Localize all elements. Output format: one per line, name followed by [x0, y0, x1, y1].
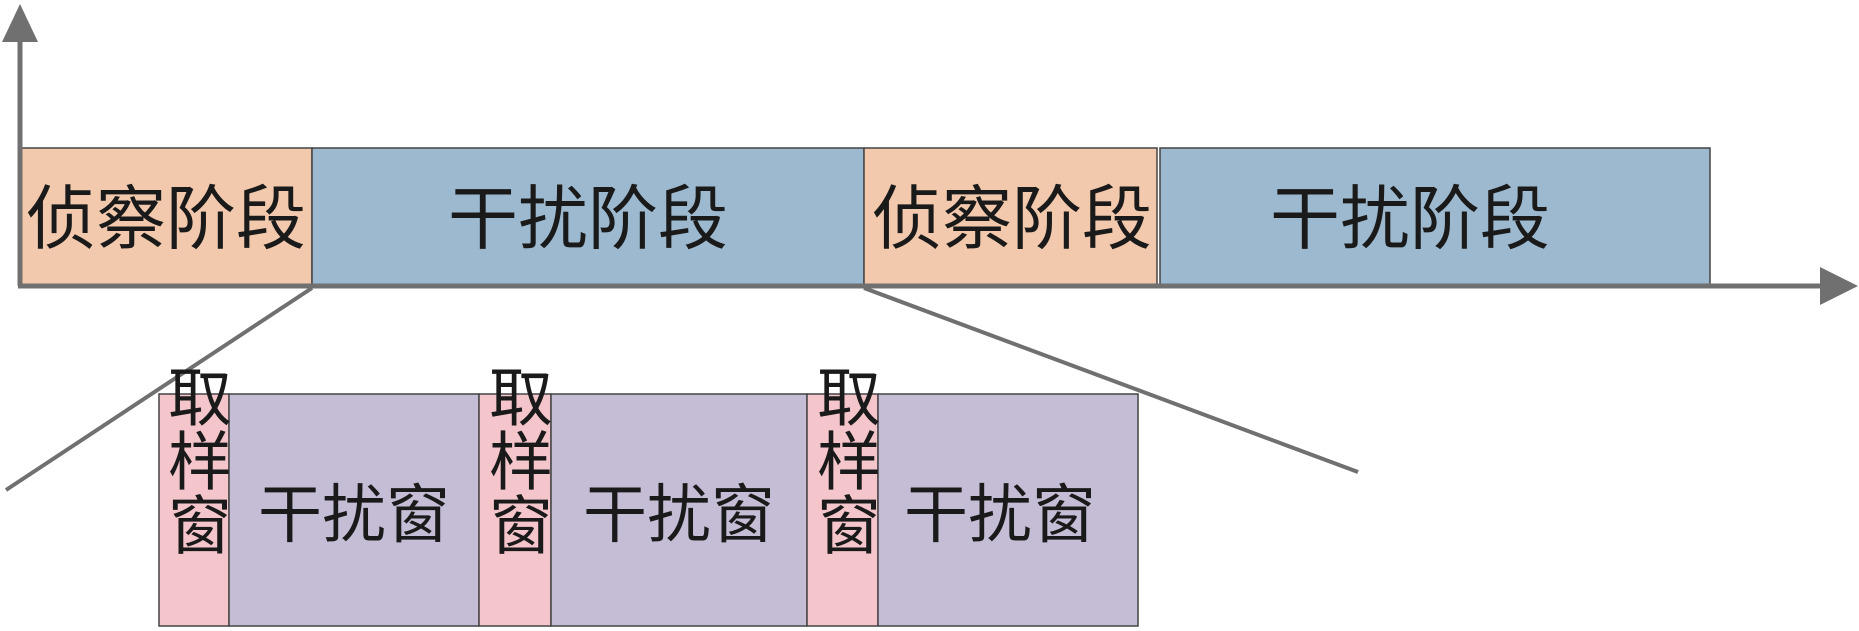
phase-block-recon-1 [19, 147, 313, 286]
window-block-jam-1 [228, 393, 480, 627]
phase-block-jam-1 [311, 147, 865, 286]
window-label-jam-2: 干扰窗 [583, 479, 775, 553]
window-block-jam-3 [877, 393, 1139, 627]
window-label-sample-3: 取样窗 [806, 364, 880, 556]
window-label-sample-2: 取样窗 [478, 364, 552, 556]
window-row: 取样窗 取样窗 取样窗 干扰窗 干扰窗 干扰窗 [157, 364, 1139, 627]
zoom-line-right [863, 286, 1359, 474]
y-axis-arrowhead [2, 4, 38, 42]
phase-label-jam-2: 干扰阶段 [1270, 178, 1550, 260]
phase-row: 侦察阶段 干扰阶段 侦察阶段 干扰阶段 [19, 147, 1711, 286]
x-axis-arrowhead [1820, 267, 1858, 305]
window-block-jam-2 [550, 393, 808, 627]
phase-block-recon-2 [863, 147, 1158, 286]
window-block-sample-2 [478, 393, 552, 627]
zoom-line-left [4, 286, 314, 492]
phase-label-recon-2: 侦察阶段 [872, 178, 1152, 260]
phase-label-recon-1: 侦察阶段 [26, 178, 306, 260]
phase-block-jam-2 [1159, 147, 1711, 286]
window-block-sample-1 [158, 393, 230, 627]
window-label-jam-1: 干扰窗 [258, 479, 450, 553]
phase-label-jam-1: 干扰阶段 [448, 178, 728, 260]
window-label-jam-3: 干扰窗 [904, 479, 1096, 553]
axes [2, 4, 1858, 305]
window-block-sample-3 [806, 393, 879, 627]
window-label-sample-1: 取样窗 [157, 364, 231, 556]
zoom-connectors [4, 286, 1359, 492]
